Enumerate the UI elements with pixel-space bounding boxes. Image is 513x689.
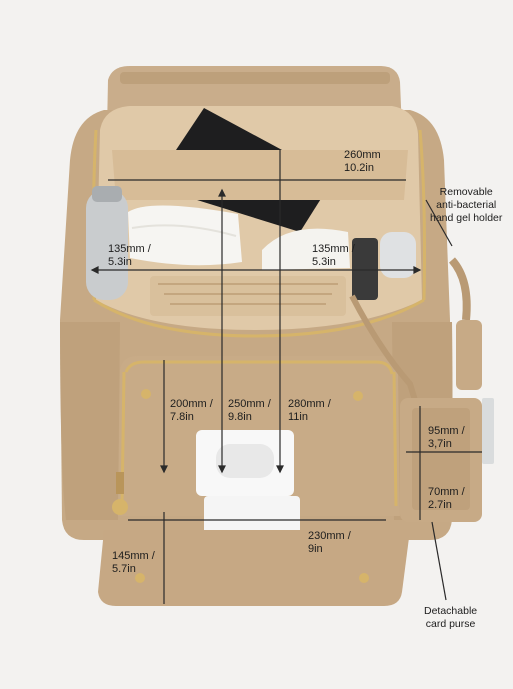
purse-height-bottom-in: 2.7in	[428, 499, 452, 511]
main-height-label: 280mm / 11in	[288, 398, 331, 424]
gel-holder-callout: Removable anti-bacterial hand gel holder	[430, 186, 502, 225]
front-left-height-mm: 200mm /	[170, 398, 213, 410]
left-pocket-in: 5.3in	[108, 256, 132, 268]
front-left-height-label: 200mm / 7.8in	[170, 398, 213, 424]
flap-width-mm: 230mm /	[308, 530, 351, 542]
front-left-height-in: 7.8in	[170, 411, 194, 423]
purse-height-top-mm: 95mm /	[428, 425, 465, 437]
left-pocket-mm: 135mm /	[108, 243, 151, 255]
card-purse-callout: Detachable card purse	[424, 605, 477, 631]
card-purse-line-2: card purse	[425, 618, 476, 630]
main-height-in: 11in	[288, 411, 308, 423]
purse-height-top-in: 3,7in	[428, 438, 452, 450]
flap-width-in: 9in	[308, 543, 323, 555]
flap-height-label: 145mm / 5.7in	[112, 550, 155, 576]
card-purse-line-1: Detachable	[424, 605, 478, 617]
zipper-pull	[112, 499, 128, 515]
gel-holder-line-3: hand gel holder	[430, 212, 503, 224]
top-width-in: 10.2in	[344, 162, 374, 174]
gel-holder-line-2: anti-bacterial	[436, 199, 497, 211]
right-pocket-mm: 135mm /	[312, 243, 355, 255]
top-width-mm: 260mm	[344, 149, 381, 161]
keys	[352, 238, 378, 300]
front-mid-height-in: 9.8in	[228, 411, 252, 423]
left-pocket-label: 135mm / 5.3in	[108, 243, 151, 269]
main-height-mm: 280mm /	[288, 398, 331, 410]
flap-height-mm: 145mm /	[112, 550, 155, 562]
purse-height-bottom-mm: 70mm /	[428, 486, 465, 498]
top-width-label: 260mm 10.2in	[344, 149, 381, 175]
flap-width-label: 230mm / 9in	[308, 530, 351, 556]
front-mid-height-mm: 250mm /	[228, 398, 271, 410]
right-pocket-label: 135mm / 5.3in	[312, 243, 355, 269]
front-mid-height-label: 250mm / 9.8in	[228, 398, 271, 424]
right-pocket-in: 5.3in	[312, 256, 336, 268]
gel-holder-line-1: Removable	[439, 186, 493, 198]
flap-height-in: 5.7in	[112, 563, 136, 575]
left-side-pocket	[60, 322, 120, 520]
purse-height-top-label: 95mm / 3,7in	[428, 425, 465, 451]
purse-height-bottom-label: 70mm / 2.7in	[428, 486, 465, 512]
front-flap	[98, 530, 410, 606]
inner-pockets	[150, 276, 346, 316]
diapers	[128, 205, 242, 266]
gel-holder	[456, 320, 482, 390]
